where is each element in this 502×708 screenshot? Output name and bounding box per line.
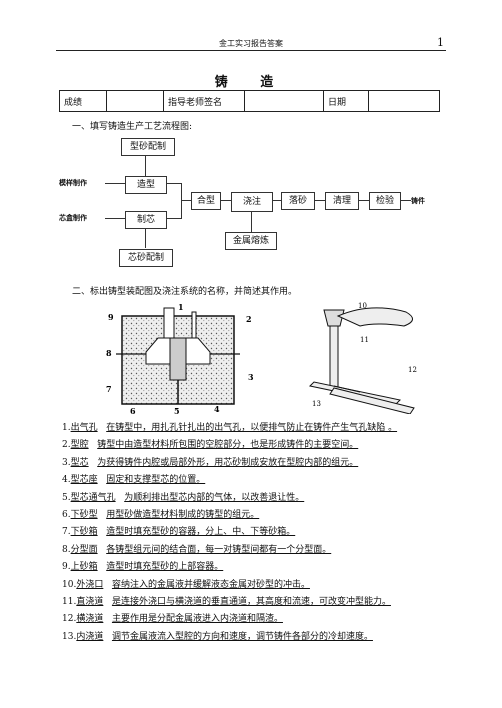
grade-value[interactable] bbox=[106, 90, 164, 112]
diagram-label-12: 12 bbox=[408, 366, 417, 374]
list-item: 10.外浇口 容纳注入的金属液并缓解液态金属对砂型的冲击。 bbox=[62, 579, 310, 590]
grade-label: 成绩 bbox=[59, 90, 107, 112]
flow-connector bbox=[105, 218, 125, 219]
flow-mold-label: 模样制作 bbox=[59, 178, 87, 187]
flow-molding: 造型 bbox=[125, 176, 167, 194]
flow-connector bbox=[145, 226, 146, 248]
diagram-label-8: 8 bbox=[106, 348, 112, 358]
info-table: 成绩 指导老师签名 日期 bbox=[59, 90, 440, 112]
gating-system-diagram: 10 11 12 13 bbox=[308, 302, 417, 414]
flow-core-sand: 芯砂配制 bbox=[119, 249, 173, 267]
diagram-label-3: 3 bbox=[248, 372, 254, 382]
list-item: 13.内浇道 调节金属液流入型腔的方向和速度，调节铸件各部分的冷却速度。 bbox=[62, 631, 373, 642]
diagram-label-10: 10 bbox=[358, 302, 367, 310]
diagram-label-7: 7 bbox=[106, 384, 112, 394]
flow-inspection: 检验 bbox=[369, 192, 401, 210]
diagram-label-5: 5 bbox=[174, 406, 180, 416]
list-item: 5.型芯通气孔 为顺利排出型芯内部的气体，以改善退让性。 bbox=[62, 492, 305, 503]
teacher-value[interactable] bbox=[244, 90, 324, 112]
flow-connector bbox=[399, 200, 411, 201]
list-item: 6.下砂型 用型砂做造型材料制成的铸型的组元。 bbox=[62, 509, 260, 520]
header-title: 金工实习报告答案 bbox=[219, 39, 283, 48]
flow-cleaning: 清理 bbox=[325, 192, 359, 210]
answer-list: 1.出气孔 在铸型中，用扎孔针扎出的出气孔，以便排气防止在铸件产生气孔缺陷 。 … bbox=[62, 420, 442, 646]
list-item: 1.出气孔 在铸型中，用扎孔针扎出的出气孔，以便排气防止在铸件产生气孔缺陷 。 bbox=[62, 423, 398, 433]
section-1-heading: 一、填写铸造生产工艺流程图: bbox=[72, 122, 193, 132]
flow-melting: 金属熔炼 bbox=[225, 232, 277, 250]
flow-connector bbox=[181, 200, 191, 201]
process-flow-chart: 型砂配制 模样制作 造型 芯盒制作 制芯 芯砂配制 合型 浇注 落砂 清理 检验… bbox=[59, 134, 440, 284]
date-value[interactable] bbox=[368, 90, 440, 112]
list-item: 12.横浇道 主要作用是分配金属液进入内浇道和隔渣。 bbox=[62, 614, 283, 625]
section-2-heading: 二、标出铸型装配图及浇注系统的名称，并简述其作用。 bbox=[72, 287, 298, 297]
list-item: 2.型腔 铸型中由造型材料所包围的空腔部分，也是形成铸件的主要空间。 bbox=[62, 440, 359, 451]
flow-sand-mix: 型砂配制 bbox=[121, 138, 175, 156]
flow-connector bbox=[167, 183, 181, 184]
mold-assembly-diagram: 9 1 2 8 3 7 6 5 4 bbox=[106, 302, 254, 416]
flow-shakeout: 落砂 bbox=[281, 192, 315, 210]
flow-pouring: 浇注 bbox=[231, 192, 273, 212]
teacher-label: 指导老师签名 bbox=[163, 90, 245, 112]
flow-connector bbox=[145, 155, 146, 177]
flow-connector bbox=[251, 209, 252, 232]
flow-casting: 铸件 bbox=[411, 196, 425, 205]
diagram-label-9: 9 bbox=[108, 312, 114, 322]
page-number: 1 bbox=[437, 36, 444, 49]
header-rule bbox=[56, 50, 446, 51]
flow-connector bbox=[313, 200, 325, 201]
diagram-label-6: 6 bbox=[130, 406, 136, 416]
flow-connector bbox=[105, 183, 125, 184]
flow-connector bbox=[181, 183, 182, 219]
diagram-label-4: 4 bbox=[214, 404, 220, 414]
list-item: 7.下砂箱 造型时填充型砂的容器，分上、中、下等砂箱。 bbox=[62, 527, 296, 538]
flow-connector bbox=[357, 200, 369, 201]
list-item: 4.型芯座 固定和支撑型芯的位置。 bbox=[62, 475, 206, 486]
diagram-label-2: 2 bbox=[246, 314, 252, 324]
list-item: 8.分型面 各铸型组元间的结合面，每一对铸型间都有一个分型面。 bbox=[62, 544, 332, 555]
flow-core-label: 芯盒制作 bbox=[59, 213, 87, 222]
flow-connector bbox=[271, 200, 281, 201]
diagram-label-13: 13 bbox=[312, 400, 321, 408]
flow-connector bbox=[219, 200, 231, 201]
flow-coremaking: 制芯 bbox=[125, 211, 167, 229]
diagram-label-11: 11 bbox=[360, 336, 369, 344]
document-title: 铸 造 bbox=[214, 75, 288, 90]
list-item: 11.直浇道 是连接外浇口与横浇道的垂直通道，其高度和流速，可改变冲型能力。 bbox=[62, 596, 391, 607]
diagram-label-1: 1 bbox=[178, 302, 184, 312]
flow-assembly: 合型 bbox=[191, 192, 221, 210]
flow-connector bbox=[167, 218, 181, 219]
list-item: 3.型芯 为获得铸件内腔或局部外形，用芯砂制成安放在型腔内部的组元。 bbox=[62, 457, 359, 468]
date-label: 日期 bbox=[323, 90, 369, 112]
list-item: 9.上砂箱 造型时填充型砂的上部容器。 bbox=[62, 562, 224, 573]
